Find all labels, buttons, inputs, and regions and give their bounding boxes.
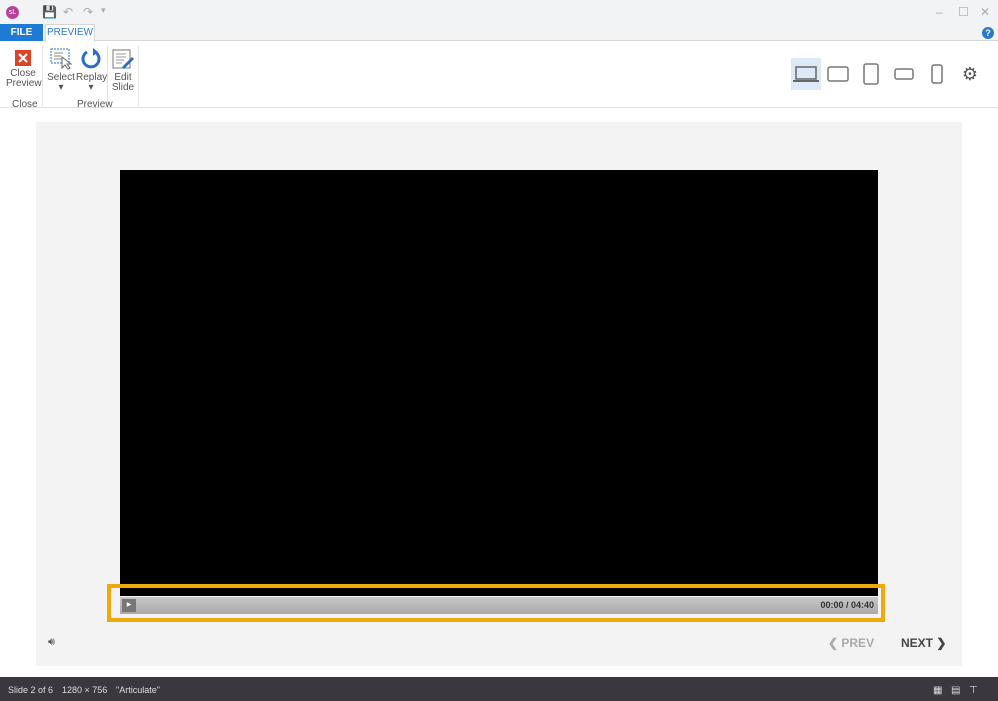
edit-slide-icon xyxy=(112,49,134,69)
status-bar: Slide 2 of 6 1280 × 756 "Articulate" ▦ ▤… xyxy=(0,677,998,701)
divider xyxy=(138,46,139,106)
edit-slide-label: Edit Slide xyxy=(111,72,135,93)
replay-label: Replay xyxy=(76,72,108,83)
ribbon: Close Preview Close Select▾ Replay▾ Edit… xyxy=(0,42,998,110)
edit-slide-button[interactable]: Edit Slide xyxy=(109,48,137,93)
volume-icon[interactable]: 🔊︎ xyxy=(48,636,55,648)
select-label: Select xyxy=(47,72,75,83)
title-bar: sL 💾 ↶ ↷ ▾ – ☐ ✕ xyxy=(0,0,998,24)
close-preview-label: Close Preview xyxy=(6,68,42,89)
maximize-button[interactable]: ☐ xyxy=(958,5,969,19)
divider xyxy=(107,46,108,106)
device-phone-portrait-button[interactable] xyxy=(922,58,952,90)
normal-view-icon[interactable]: ▤ xyxy=(951,685,961,696)
undo-icon[interactable]: ↶ xyxy=(63,5,74,19)
redo-icon[interactable]: ↷ xyxy=(83,5,94,19)
grid-view-icon[interactable]: ▦ xyxy=(933,685,943,696)
device-tablet-portrait-button[interactable] xyxy=(856,58,886,90)
group-close-label: Close xyxy=(12,99,38,110)
device-tablet-landscape-button[interactable] xyxy=(823,58,853,90)
slide-count: Slide 2 of 6 xyxy=(8,685,54,695)
settings-gear-icon[interactable]: ⚙ xyxy=(961,63,979,84)
minimize-button[interactable]: – xyxy=(936,5,943,19)
save-icon[interactable]: 💾 xyxy=(42,5,57,19)
prev-label: PREV xyxy=(841,636,875,650)
select-icon xyxy=(50,48,72,70)
select-button[interactable]: Select▾ xyxy=(47,48,75,93)
video-seek-bar[interactable]: ▶ 00:00 / 04:40 xyxy=(120,597,878,614)
close-x-icon xyxy=(15,50,31,66)
play-icon[interactable]: ▶ xyxy=(122,599,136,612)
tablet-portrait-icon xyxy=(863,63,879,85)
tab-file[interactable]: FILE xyxy=(0,24,43,41)
next-button[interactable]: NEXT ❯ xyxy=(901,636,947,650)
help-icon[interactable]: ? xyxy=(982,27,994,39)
device-desktop-button[interactable] xyxy=(791,58,821,90)
video-time: 00:00 / 04:40 xyxy=(820,600,874,610)
video-player[interactable] xyxy=(120,170,878,596)
tab-row xyxy=(0,24,998,41)
tablet-landscape-icon xyxy=(827,66,849,82)
group-preview-label: Preview xyxy=(77,99,113,110)
app-logo: sL xyxy=(6,6,19,19)
slide-size: 1280 × 756 xyxy=(62,685,108,695)
theme-name: "Articulate" xyxy=(116,685,160,695)
phone-portrait-icon xyxy=(931,64,943,84)
preview-view-icon[interactable]: ⊤ xyxy=(969,685,978,696)
close-preview-button[interactable]: Close Preview xyxy=(6,50,42,89)
next-label: NEXT xyxy=(901,636,934,650)
prev-button[interactable]: ❮ PREV xyxy=(828,636,875,650)
divider xyxy=(42,46,43,106)
customize-toolbar-icon[interactable]: ▾ xyxy=(101,5,106,15)
device-phone-landscape-button[interactable] xyxy=(889,58,919,90)
replay-icon xyxy=(81,48,101,69)
phone-landscape-icon xyxy=(894,68,914,80)
replay-button[interactable]: Replay▾ xyxy=(76,48,108,93)
close-button[interactable]: ✕ xyxy=(980,5,991,19)
tab-preview[interactable]: PREVIEW xyxy=(45,24,95,42)
highlight-box xyxy=(107,584,885,622)
laptop-icon xyxy=(793,66,819,82)
